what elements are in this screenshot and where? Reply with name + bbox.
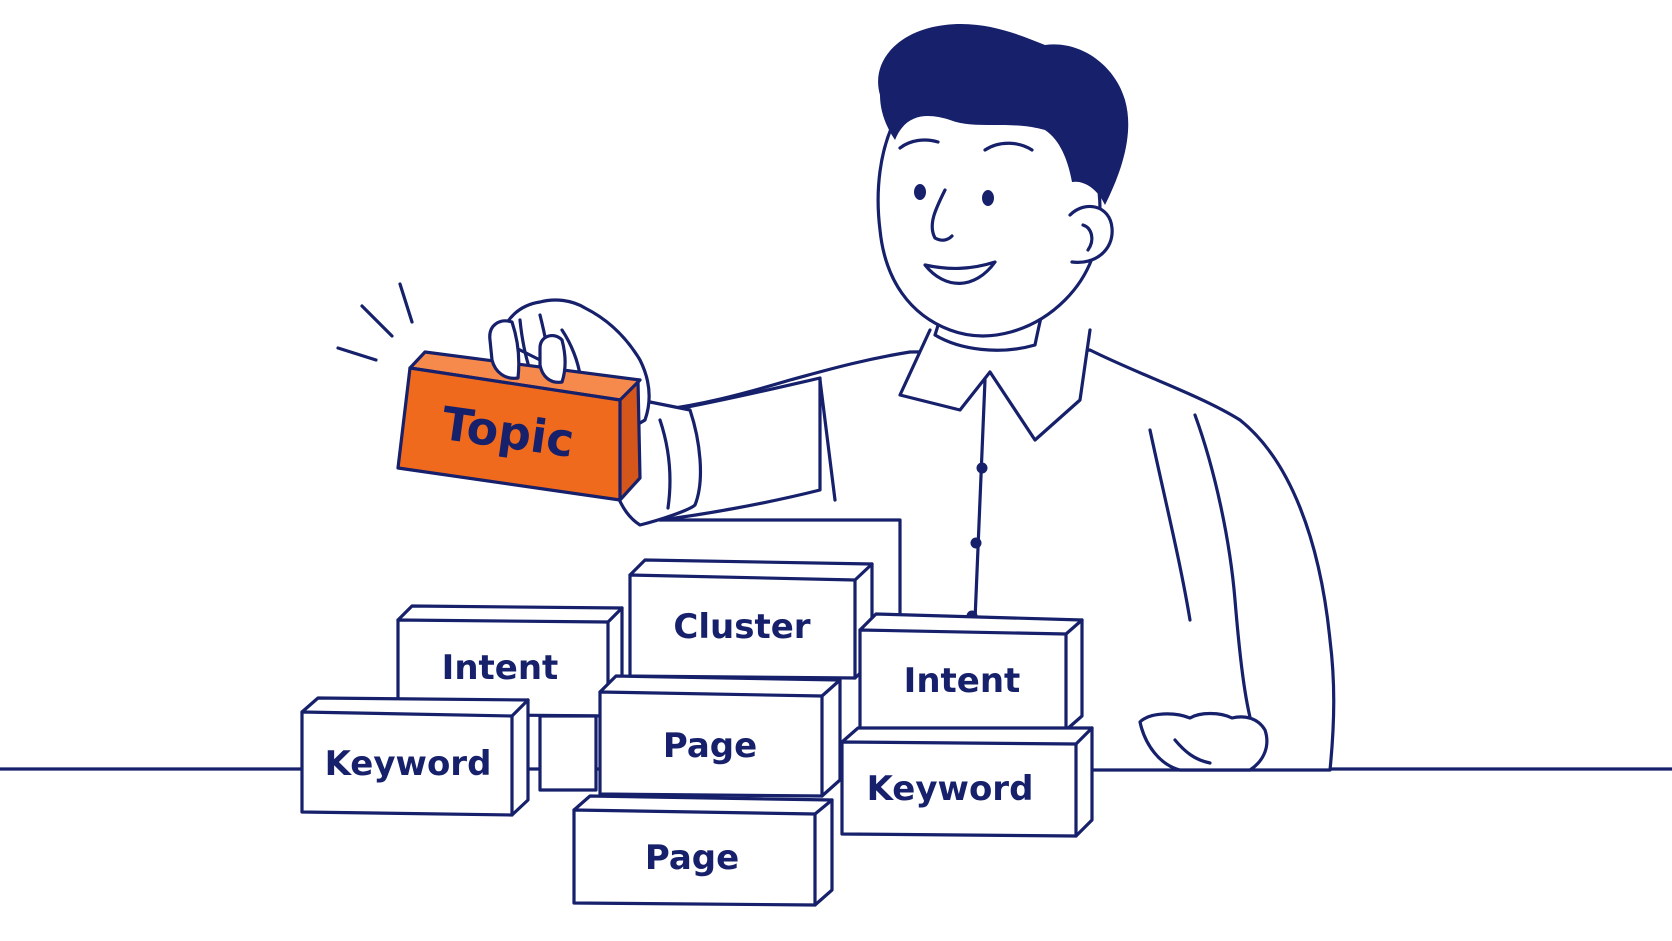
placket: [973, 378, 987, 622]
eyebrow-right: [983, 141, 1034, 152]
intent-block-right-label: Intent: [904, 661, 1021, 701]
page-block-bottom-label: Page: [645, 838, 739, 878]
right-arm: [1193, 413, 1254, 727]
topic-block: Topic: [396, 350, 642, 502]
left-cuff-line: [658, 418, 672, 510]
page-block-middle: Page: [598, 674, 842, 798]
left-hand-fingertips: [488, 319, 521, 380]
eye-right: [982, 190, 994, 206]
keyword-block-right-label: Keyword: [867, 769, 1034, 809]
nose: [930, 188, 954, 242]
topic-block-front: [396, 366, 622, 502]
cluster-block: Cluster: [628, 558, 874, 680]
motion-line: [336, 346, 378, 362]
ear-inner: [1081, 223, 1094, 252]
intent-block-left: Intent: [396, 604, 624, 718]
right-hand: [1138, 711, 1269, 772]
shirt-button: [970, 537, 982, 549]
keyword-block-left: Keyword: [300, 696, 598, 817]
right-sleeve-inner: [1148, 428, 1192, 622]
cluster-block-label: Cluster: [673, 607, 810, 647]
shirt-fold: [818, 378, 837, 502]
smile: [923, 260, 997, 285]
intent-block-left-label: Intent: [442, 648, 559, 688]
page-block-bottom: Page: [572, 794, 834, 907]
shirt-button: [976, 462, 988, 474]
eyebrow-left: [898, 138, 940, 150]
person: [498, 24, 1336, 772]
motion-line: [360, 304, 394, 338]
hair: [878, 24, 1129, 205]
page-block-middle-label: Page: [663, 726, 757, 766]
right-hand-finger: [1173, 738, 1212, 765]
keyword-block-right: Keyword: [840, 726, 1094, 838]
intent-block-right: Intent: [858, 612, 1084, 732]
keyword-block-left-label: Keyword: [325, 744, 492, 784]
eye-left: [914, 184, 926, 200]
left-hand-fingertips-2: [538, 334, 567, 384]
motion-line: [398, 282, 414, 324]
collar: [898, 328, 1092, 442]
